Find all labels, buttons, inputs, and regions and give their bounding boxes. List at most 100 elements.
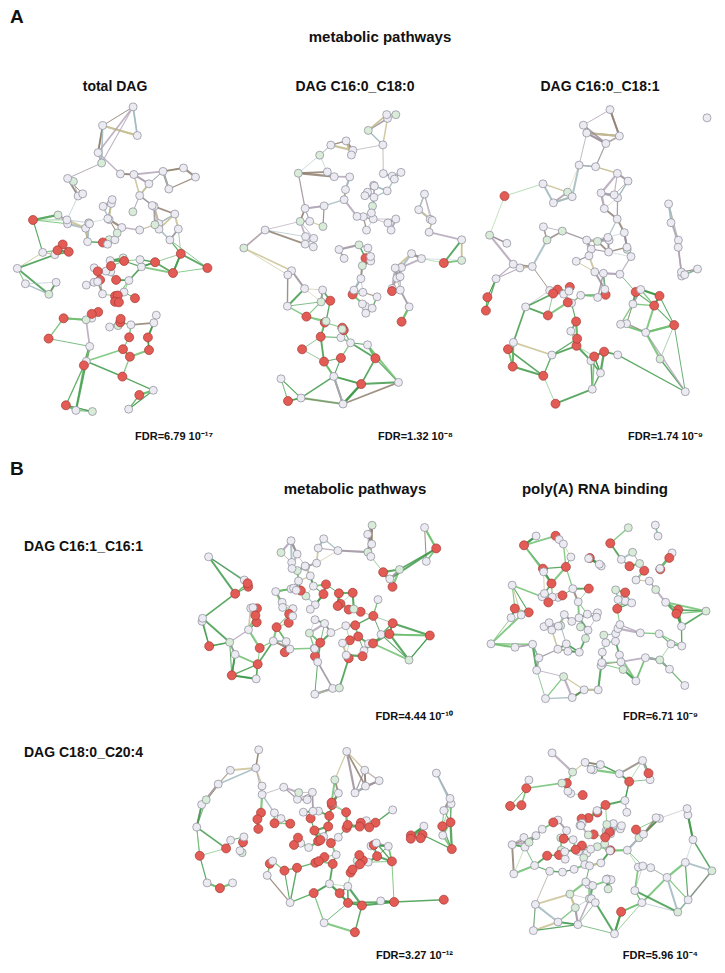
protein-node	[392, 215, 400, 223]
protein-node	[418, 255, 426, 263]
protein-node	[174, 225, 182, 233]
protein-node	[590, 352, 599, 361]
protein-node	[374, 596, 382, 604]
protein-node	[355, 241, 363, 249]
protein-node	[558, 591, 567, 600]
protein-node	[357, 380, 366, 389]
protein-node	[338, 325, 346, 333]
protein-node	[483, 293, 492, 302]
protein-node	[522, 303, 530, 311]
protein-node	[678, 642, 686, 650]
protein-node	[597, 189, 605, 197]
network-link	[33, 220, 43, 252]
protein-node	[133, 132, 141, 140]
protein-node	[529, 640, 537, 648]
protein-node	[358, 262, 366, 270]
protein-node	[311, 690, 319, 698]
network-link	[102, 126, 103, 163]
protein-node	[674, 243, 682, 251]
network-link	[392, 861, 394, 902]
protein-node	[336, 354, 345, 363]
network-link	[583, 110, 610, 126]
protein-node	[623, 243, 631, 251]
network-link	[532, 240, 547, 267]
protein-node	[594, 293, 602, 301]
protein-node	[507, 614, 515, 622]
protein-node	[636, 629, 644, 637]
protein-node	[543, 311, 552, 320]
protein-node	[572, 317, 581, 326]
protein-node	[243, 579, 252, 588]
protein-node	[205, 642, 214, 651]
protein-node	[176, 249, 185, 258]
protein-node	[545, 619, 553, 627]
protein-node	[322, 317, 330, 325]
protein-node	[326, 296, 335, 305]
protein-node	[322, 580, 331, 589]
protein-node	[560, 611, 568, 619]
protein-node	[340, 254, 348, 262]
protein-node	[681, 388, 689, 396]
protein-node	[650, 301, 659, 310]
protein-node	[533, 666, 541, 674]
protein-node	[432, 544, 441, 553]
protein-node	[125, 277, 133, 285]
protein-node	[637, 286, 645, 294]
protein-node	[616, 621, 624, 629]
protein-node	[481, 306, 490, 315]
protein-node	[568, 617, 576, 625]
protein-node	[61, 401, 70, 410]
protein-node	[656, 656, 664, 664]
protein-node	[388, 582, 397, 591]
protein-node	[391, 264, 399, 272]
network-link	[537, 670, 546, 698]
network-link	[265, 221, 300, 230]
protein-node	[422, 557, 430, 565]
protein-node	[306, 572, 314, 580]
protein-node	[339, 400, 347, 408]
protein-node	[624, 524, 632, 532]
protein-node	[387, 226, 395, 234]
protein-node	[584, 584, 593, 593]
protein-node	[320, 318, 329, 327]
protein-node	[84, 238, 92, 246]
protein-node	[44, 334, 53, 343]
protein-node	[568, 193, 576, 201]
protein-node	[629, 548, 637, 556]
network-link	[265, 230, 305, 244]
protein-node	[145, 346, 154, 355]
protein-node	[405, 656, 413, 664]
protein-node	[288, 565, 296, 573]
protein-node	[535, 654, 543, 662]
protein-node	[458, 236, 466, 244]
network-link	[315, 662, 318, 694]
protein-node	[569, 585, 577, 593]
protein-node	[593, 613, 601, 621]
protein-node	[99, 202, 107, 210]
network-link	[618, 355, 686, 392]
protein-node	[63, 216, 71, 224]
protein-node	[334, 547, 342, 555]
protein-node	[425, 228, 433, 236]
protein-node	[539, 180, 547, 188]
protein-node	[357, 275, 365, 283]
protein-node	[99, 290, 107, 298]
protein-node	[368, 521, 376, 529]
protein-node	[286, 645, 294, 653]
protein-node	[619, 666, 627, 674]
protein-node	[627, 253, 635, 261]
protein-node	[604, 233, 612, 241]
protein-node	[600, 631, 608, 639]
network-link	[301, 398, 343, 404]
protein-node	[379, 170, 387, 178]
protein-node	[93, 267, 102, 276]
protein-node	[320, 535, 328, 543]
network-link	[393, 623, 430, 635]
network-link	[587, 133, 620, 136]
protein-node	[129, 103, 137, 111]
protein-node	[116, 170, 124, 178]
protein-node	[309, 582, 317, 590]
protein-node	[390, 175, 398, 183]
network-link	[265, 230, 305, 237]
protein-node	[240, 244, 248, 252]
